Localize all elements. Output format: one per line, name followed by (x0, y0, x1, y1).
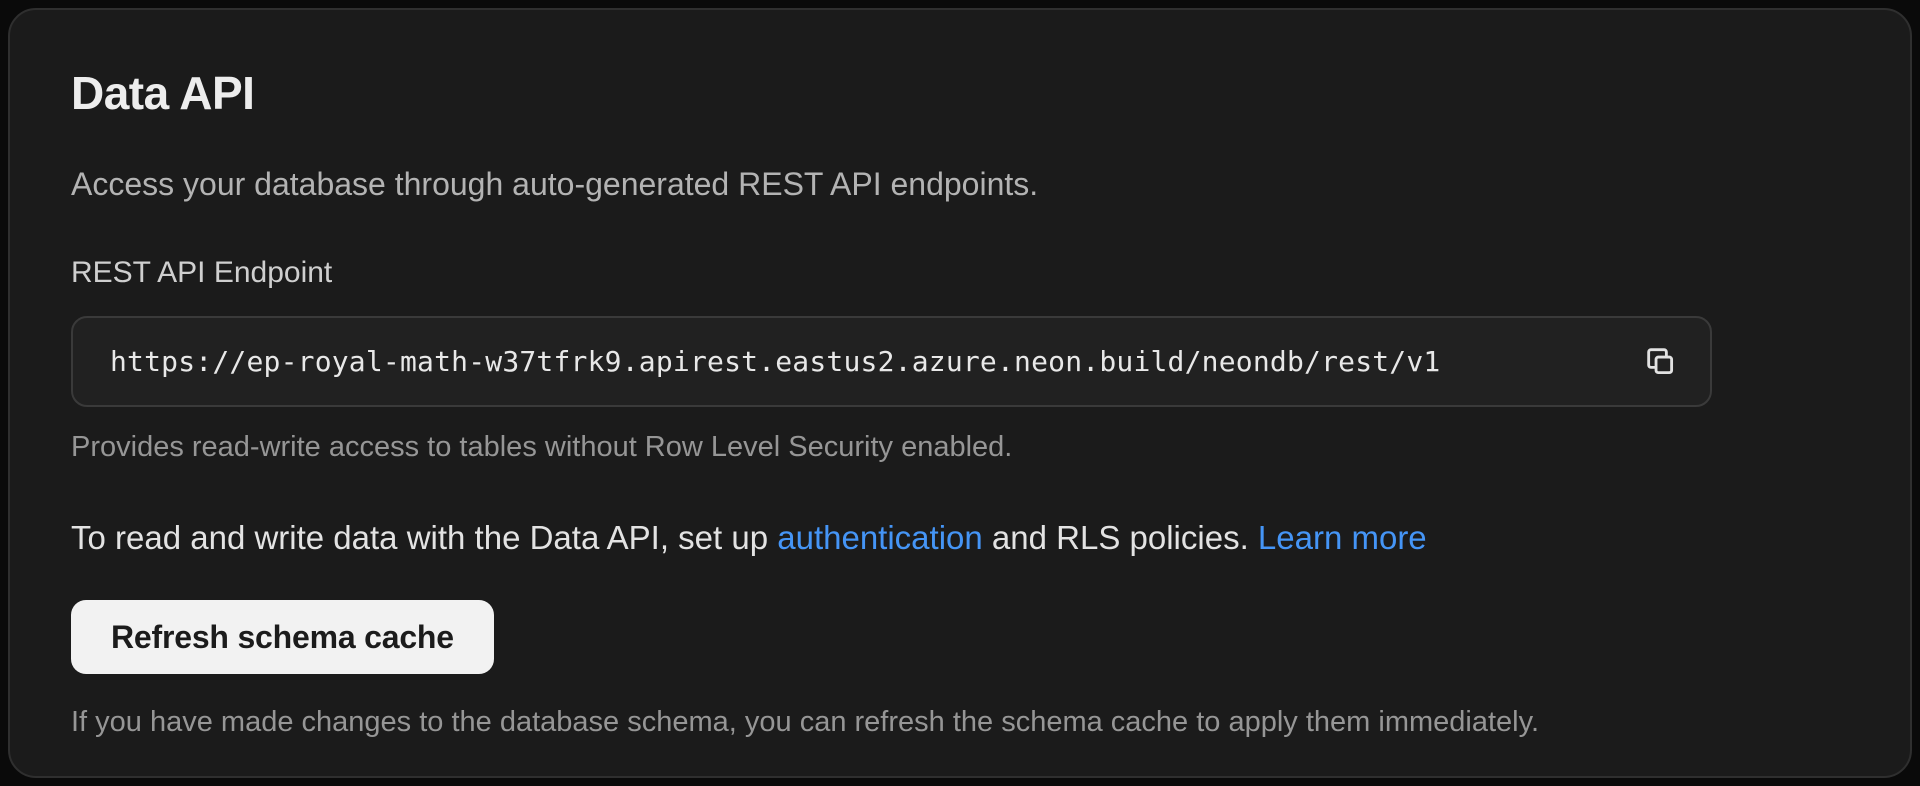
authentication-link[interactable]: authentication (777, 519, 983, 557)
rest-api-endpoint-label: REST API Endpoint (71, 255, 333, 289)
data-api-panel: Data API Access your database through au… (8, 8, 1912, 778)
refresh-schema-cache-button[interactable]: Refresh schema cache (71, 600, 494, 675)
copy-icon (1643, 344, 1677, 378)
copy-endpoint-button[interactable] (1636, 337, 1684, 385)
page-description: Access your database through auto-genera… (71, 165, 1039, 202)
rls-note-text-between: and RLS policies. (982, 519, 1258, 557)
endpoint-helper-text: Provides read-write access to tables wit… (71, 430, 1013, 463)
refresh-helper-text: If you have made changes to the database… (71, 706, 1540, 739)
rest-api-endpoint-url: https://ep-royal-math-w37tfrk9.apirest.e… (110, 344, 1441, 378)
page-title: Data API (71, 67, 255, 119)
rest-api-endpoint-field[interactable]: https://ep-royal-math-w37tfrk9.apirest.e… (71, 315, 1712, 407)
rls-note-text-before: To read and write data with the Data API… (71, 519, 778, 557)
learn-more-link[interactable]: Learn more (1257, 519, 1427, 557)
rls-policies-note: To read and write data with the Data API… (71, 517, 1849, 558)
